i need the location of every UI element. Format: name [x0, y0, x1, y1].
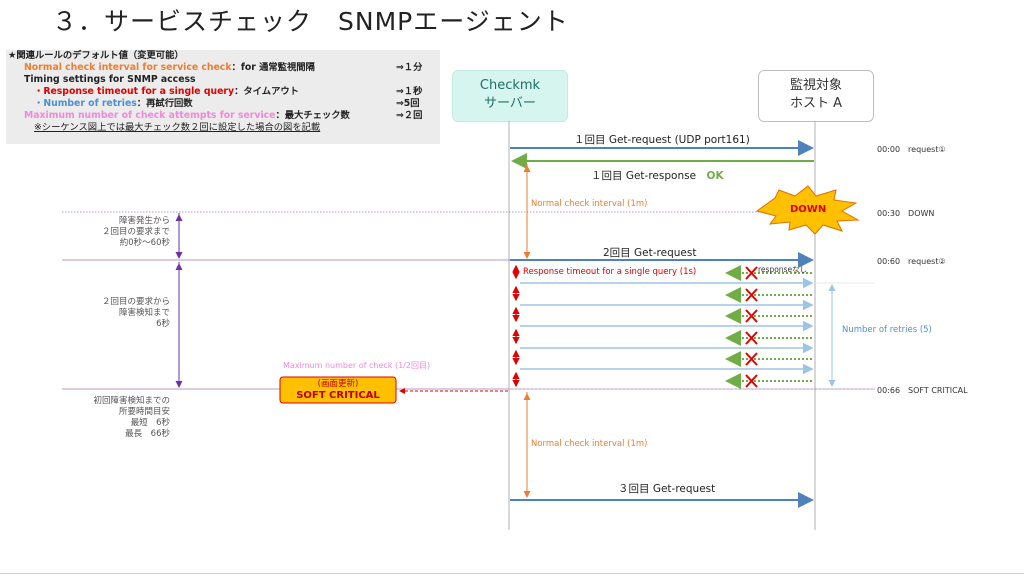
timeline-t0: 00:00 request① — [877, 145, 946, 154]
timeline-t60: 00:60 request② — [877, 257, 946, 266]
slide-bottom-border — [0, 573, 1024, 574]
x-icon — [745, 266, 758, 388]
normal-interval-2-label: Normal check interval (1m) — [531, 439, 648, 449]
explosion-icon — [755, 185, 860, 235]
host-sublabel: ホスト A — [789, 96, 843, 111]
rule-timeout-bullet: ・ — [34, 86, 44, 97]
no-response-label: responseなし — [758, 265, 808, 274]
side-note-1: 障害発生から ２回目の要求まで 約0秒〜60秒 — [60, 216, 170, 249]
soft-critical-line2: SOFT CRITICAL — [296, 390, 380, 401]
checkmk-label: Checkmk — [479, 78, 541, 93]
timeout-label: Response timeout for a single query (1s) — [523, 267, 697, 277]
rule-max-attempts-label: Maximum number of check attempts for ser… — [24, 110, 276, 121]
side-note-3-line: 最短 6秒 — [130, 418, 170, 428]
side-note-3: 初回障害検知までの 所要時間目安 最短 6秒 最長 66秒 — [60, 396, 170, 440]
side-note-3-line: 初回障害検知までの — [93, 396, 170, 406]
side-note-1-line: ２回目の要求まで — [101, 227, 170, 237]
response-1-label: １回目 Get-response OK — [591, 168, 724, 183]
timeline-t66: 00:66 SOFT CRITICAL — [877, 386, 968, 395]
retries-label: Number of retries (5) — [842, 325, 932, 335]
rule-max-attempts: Maximum number of check attempts for ser… — [24, 110, 350, 122]
rule-timeout-desc: ：タイムアウト — [234, 86, 299, 97]
timeline-t30: 00:30 DOWN — [877, 209, 935, 218]
retry-request-arrows — [520, 277, 814, 375]
soft-critical-line1: (画面更新) — [317, 379, 359, 389]
host-label: 監視対象 — [789, 78, 842, 93]
request-2-label: 2回目 Get-request — [603, 247, 697, 259]
side-note-1-line: 障害発生から — [118, 216, 170, 226]
side-note-3-line: 最長 66秒 — [125, 429, 170, 439]
side-note-2-line: 6秒 — [156, 319, 170, 329]
normal-interval-1-label: Normal check interval (1m) — [531, 199, 648, 209]
page-title: ３．サービスチェック SNMPエージェント — [52, 7, 569, 36]
soft-critical-text: (画面更新) SOFT CRITICAL — [280, 378, 396, 402]
side-note-2: ２回目の要求から 障害検知まで 6秒 — [60, 297, 170, 330]
rule-normal-interval: Normal check interval for service check：… — [24, 62, 315, 74]
request-1-label: １回目 Get-request (UDP port161) — [574, 134, 750, 146]
response-1-text: １回目 Get-response — [591, 170, 697, 182]
rule-max-attempts-value: ⇒２回 — [396, 110, 423, 121]
rule-normal-interval-desc: ：for 通常監視間隔 — [231, 62, 315, 73]
rule-retries: ・Number of retries：再試行回数 — [34, 98, 193, 110]
rule-retries-bullet: ・ — [34, 98, 44, 109]
rule-timeout: ・Response timeout for a single query：タイム… — [34, 86, 299, 98]
rules-panel: ★関連ルールのデフォルト値（変更可能） Normal check interva… — [6, 50, 440, 144]
rule-retries-desc: ：再試行回数 — [136, 98, 193, 109]
rule-footnote: ※シーケンス図上では最大チェック数２回に設定した場合の図を記載 — [34, 122, 321, 133]
side-note-2-line: 障害検知まで — [118, 308, 170, 318]
rule-timeout-value: ⇒１秒 — [396, 86, 423, 97]
side-note-1-line: 約0秒〜60秒 — [119, 238, 170, 248]
down-label: DOWN — [790, 204, 827, 215]
rule-retries-label: Number of retries — [43, 98, 137, 109]
monitored-host-box: 監視対象 ホスト A — [758, 70, 874, 122]
rule-normal-interval-value: ⇒１分 — [396, 62, 423, 73]
checkmk-sublabel: サーバー — [484, 96, 536, 111]
request-3-label: ３回目 Get-request — [618, 483, 716, 495]
side-note-2-line: ２回目の要求から — [101, 297, 170, 307]
max-check-label: Maximum number of check (1/2回目) — [283, 361, 431, 370]
side-note-3-line: 所要時間目安 — [118, 407, 170, 417]
rule-normal-interval-label: Normal check interval for service check — [24, 62, 232, 73]
rule-max-attempts-desc: ：最大チェック数 — [275, 110, 350, 121]
soft-critical-box — [279, 376, 397, 404]
rules-heading: ★関連ルールのデフォルト値（変更可能） — [8, 50, 184, 61]
rule-timing-heading: Timing settings for SNMP access — [24, 74, 196, 85]
rule-timeout-label: Response timeout for a single query — [43, 86, 235, 97]
rule-retries-value: ⇒5回 — [396, 98, 420, 109]
checkmk-server-box: Checkmk サーバー — [452, 70, 568, 122]
response-ok-badge: OK — [706, 170, 724, 182]
no-response-arrows — [725, 265, 812, 389]
